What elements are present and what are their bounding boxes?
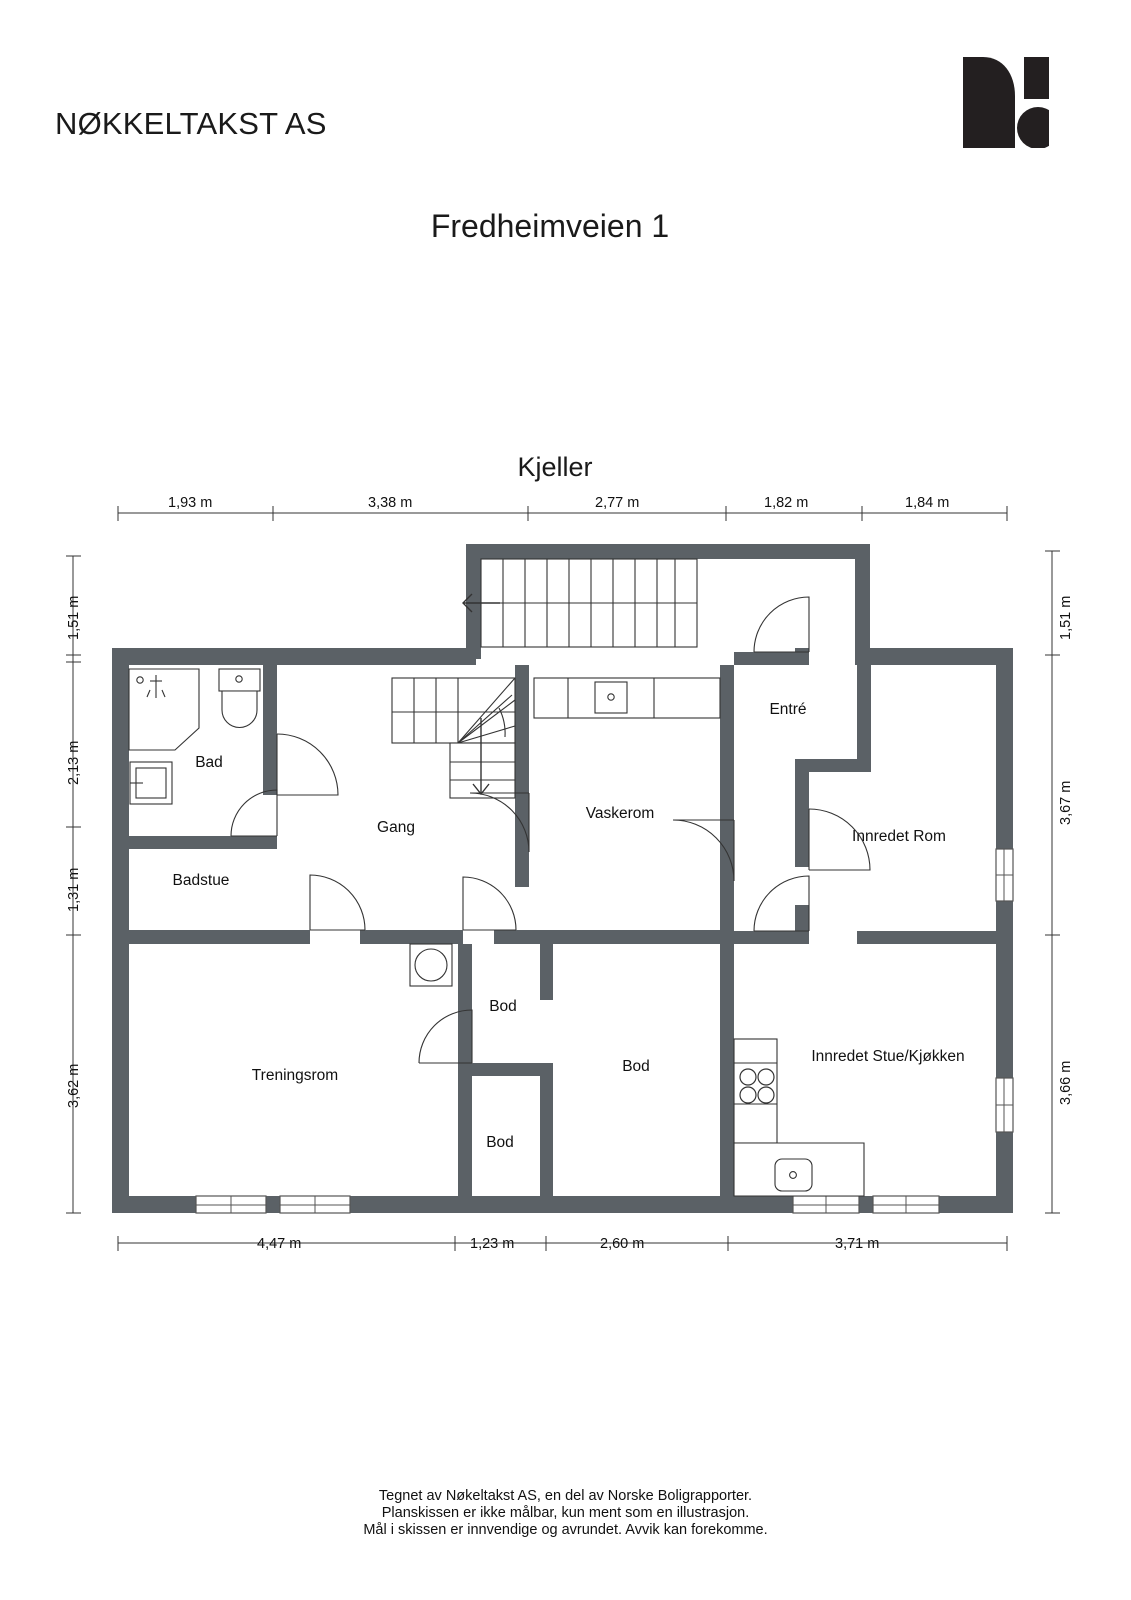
footer: Tegnet av Nøkeltakst AS, en del av Norsk… — [0, 1488, 1131, 1539]
dim-bottom-2: 1,23 m — [470, 1236, 515, 1252]
toilet-icon — [218, 668, 261, 729]
room-label: Innredet Stue/Kjøkken — [811, 1048, 965, 1065]
dim-left-2: 2,13 m — [66, 740, 82, 785]
water-heater-icon — [409, 943, 453, 987]
dim-top-2: 3,38 m — [368, 495, 413, 511]
stove-icon — [739, 1068, 775, 1104]
stairs-upper — [480, 558, 698, 648]
floor-title: Kjeller — [517, 452, 593, 482]
dim-top-3: 2,77 m — [595, 495, 640, 511]
dimension-lines — [66, 506, 1060, 1251]
dim-left-4: 3,62 m — [66, 1063, 82, 1108]
room-label: Treningsrom — [251, 1067, 339, 1084]
stairs-lower — [391, 677, 516, 799]
walls — [112, 544, 1013, 1213]
kitchen-sink-icon — [774, 1158, 813, 1192]
page-title: Fredheimveien 1 — [430, 208, 670, 244]
nokkeltakst-logo-icon — [963, 52, 1066, 149]
room-label: Innredet Rom — [852, 828, 946, 845]
dim-top-1: 1,93 m — [168, 495, 213, 511]
shower-head-icon — [146, 675, 166, 698]
sink-icon — [594, 681, 628, 714]
dim-bottom-4: 3,71 m — [835, 1236, 880, 1252]
windows — [195, 848, 1014, 1214]
dim-bottom-3: 2,60 m — [600, 1236, 645, 1252]
footer-line-1: Tegnet av Nøkeltakst AS, en del av Norsk… — [378, 1488, 753, 1504]
dim-right-1: 1,51 m — [1058, 595, 1074, 640]
room-label: Bod — [486, 1134, 514, 1151]
sink-icon — [129, 761, 173, 805]
dim-right-2: 3,67 m — [1058, 780, 1074, 825]
dim-top-4: 1,82 m — [764, 495, 809, 511]
footer-line-2: Planskissen er ikke målbar, kun ment som… — [381, 1505, 750, 1521]
room-label: Bod — [622, 1058, 650, 1075]
company-title: NØKKELTAKST AS — [55, 106, 327, 141]
dim-left-1: 1,51 m — [66, 595, 82, 640]
room-label: Gang — [377, 819, 415, 836]
doors — [230, 596, 871, 1064]
room-label: Bod — [489, 998, 517, 1015]
room-label: Entré — [769, 701, 807, 718]
footer-line-3: Mål i skissen er innvendige og avrundet.… — [363, 1522, 768, 1538]
shower-icon — [128, 668, 200, 751]
room-label: Bad — [195, 754, 223, 771]
dim-bottom-1: 4,47 m — [257, 1236, 302, 1252]
dim-left-3: 1,31 m — [66, 867, 82, 912]
dim-right-3: 3,66 m — [1058, 1060, 1074, 1105]
room-label: Badstue — [172, 872, 230, 889]
stairs-up-arrow-icon — [462, 593, 500, 613]
dim-top-5: 1,84 m — [905, 495, 950, 511]
room-label: Vaskerom — [585, 805, 655, 822]
